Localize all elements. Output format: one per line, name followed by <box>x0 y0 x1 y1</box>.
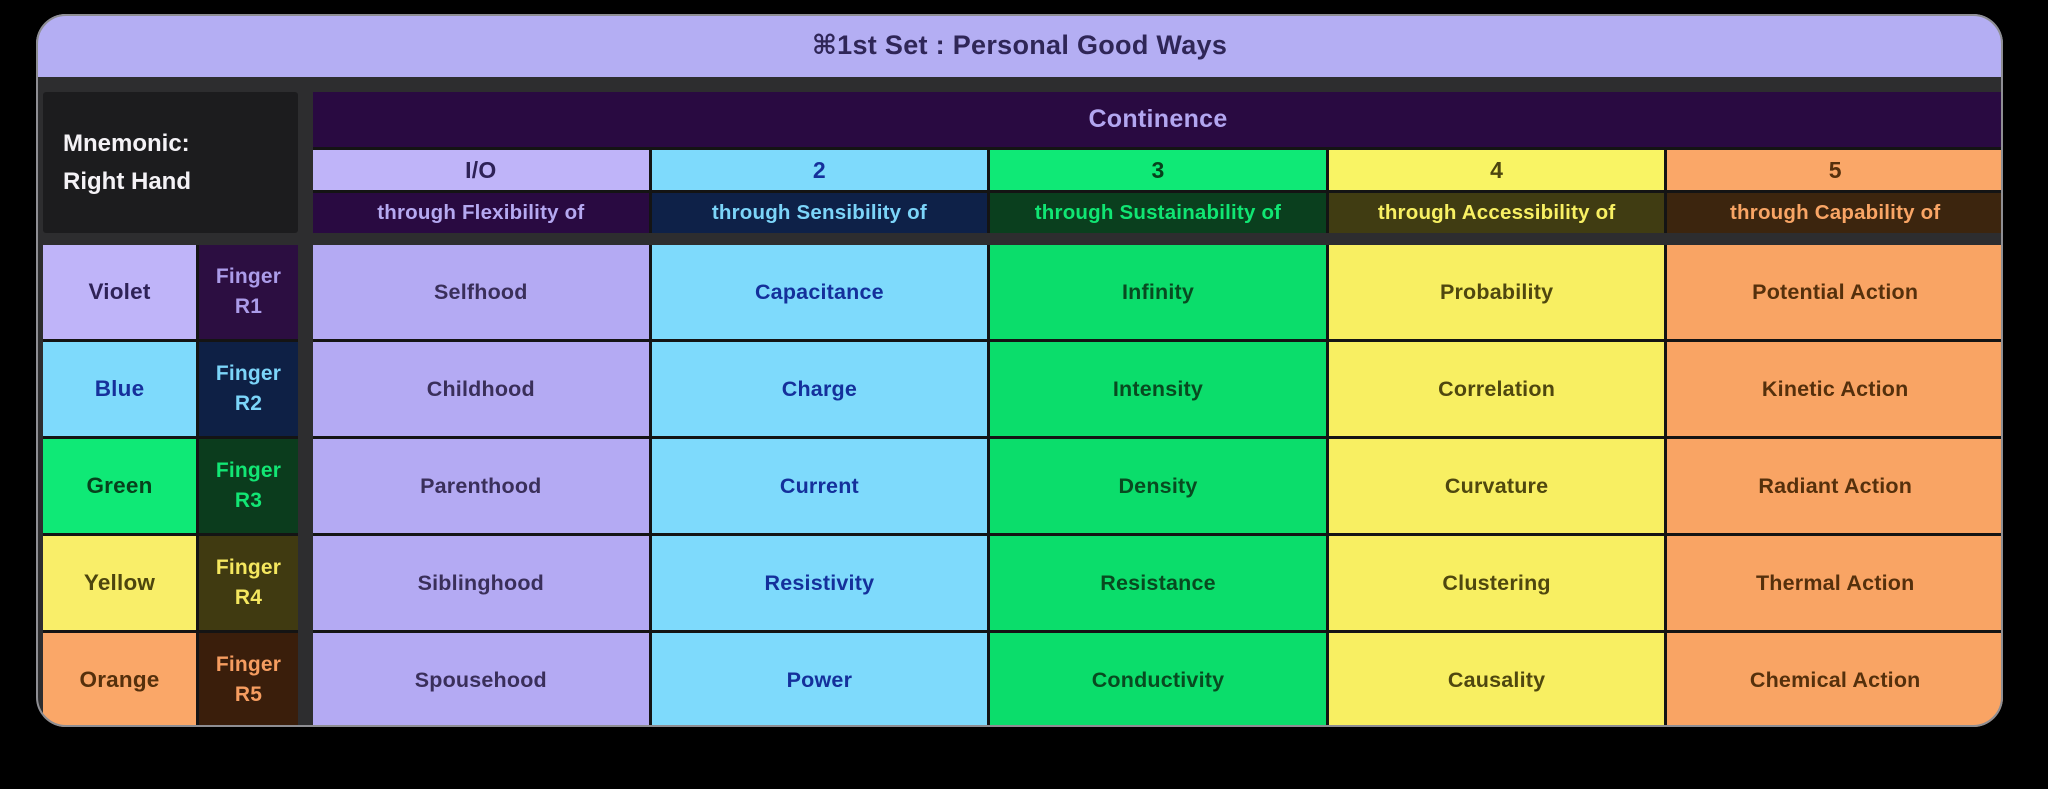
table-cell: Probability <box>1328 245 1665 339</box>
table-cell: Childhood <box>313 342 649 436</box>
column-header-4: 4 <box>1328 150 1665 190</box>
column-subtitle-sustainability: through Sustainability of <box>990 193 1326 233</box>
row-color-label-green: Green <box>43 439 196 533</box>
finger-label-r4: Finger R4 <box>199 536 298 630</box>
table-cell: Potential Action <box>1667 245 2003 339</box>
mnemonic-line-2: Right Hand <box>63 167 191 195</box>
table-cell: Resistivity <box>651 536 988 630</box>
table-cell: Current <box>651 439 988 533</box>
table-cell: Clustering <box>1328 536 1665 630</box>
finger-word: Finger <box>215 264 282 288</box>
table-cell: Selfhood <box>313 245 649 339</box>
column-subtitle-accessibility: through Accessibility of <box>1328 193 1665 233</box>
column-header-5: 5 <box>1667 150 2003 190</box>
finger-code: R4 <box>234 586 263 609</box>
finger-label-r1: Finger R1 <box>199 245 298 339</box>
row-label-column: Violet Finger R1 Blue Finger R2 Green Fi… <box>43 245 298 727</box>
table-cell: Parenthood <box>313 439 649 533</box>
table-cell: Causality <box>1328 633 1665 727</box>
table-cell: Radiant Action <box>1667 439 2003 533</box>
table-cell: Thermal Action <box>1667 536 2003 630</box>
table-cell: Intensity <box>990 342 1326 436</box>
row-color-label-orange: Orange <box>43 633 196 727</box>
table-cell: Correlation <box>1328 342 1665 436</box>
table-cell: Resistance <box>990 536 1326 630</box>
column-subtitle-sensibility: through Sensibility of <box>651 193 988 233</box>
table-cell: Power <box>651 633 988 727</box>
finger-code: R2 <box>234 392 263 415</box>
mnemonic-card: ⌘1st Set : Personal Good Ways Mnemonic: … <box>36 14 2003 727</box>
table-header: Continence I/O 2 3 4 5 through Flexibili… <box>313 92 2003 233</box>
table-cell: Kinetic Action <box>1667 342 2003 436</box>
finger-label-r5: Finger R5 <box>199 633 298 727</box>
finger-label-r3: Finger R3 <box>199 439 298 533</box>
mnemonic-line-1: Mnemonic: <box>63 130 190 158</box>
row-color-label-blue: Blue <box>43 342 196 436</box>
row-color-label-violet: Violet <box>43 245 196 339</box>
card-body: Mnemonic: Right Hand Continence I/O 2 3 … <box>36 77 2003 727</box>
finger-word: Finger <box>215 458 282 482</box>
data-table: Selfhood Capacitance Infinity Probabilit… <box>313 245 2003 727</box>
table-cell: Chemical Action <box>1667 633 2003 727</box>
finger-word: Finger <box>215 652 282 676</box>
finger-word: Finger <box>215 361 282 385</box>
column-subtitle-flexibility: through Flexibility of <box>313 193 649 233</box>
finger-code: R3 <box>234 489 263 512</box>
column-header-2: 2 <box>651 150 988 190</box>
table-cell: Density <box>990 439 1326 533</box>
finger-code: R1 <box>234 295 263 318</box>
table-cell: Infinity <box>990 245 1326 339</box>
table-cell: Curvature <box>1328 439 1665 533</box>
table-cell: Charge <box>651 342 988 436</box>
card-title: ⌘1st Set : Personal Good Ways <box>811 30 1228 60</box>
finger-label-r2: Finger R2 <box>199 342 298 436</box>
card-title-bar: ⌘1st Set : Personal Good Ways <box>36 14 2003 77</box>
row-color-label-yellow: Yellow <box>43 536 196 630</box>
table-cell: Conductivity <box>990 633 1326 727</box>
finger-code: R5 <box>234 683 263 706</box>
finger-word: Finger <box>215 555 282 579</box>
column-header-3: 3 <box>990 150 1326 190</box>
table-cell: Spousehood <box>313 633 649 727</box>
table-cell: Siblinghood <box>313 536 649 630</box>
mnemonic-block: Mnemonic: Right Hand <box>43 92 298 233</box>
group-header-continence: Continence <box>313 92 2003 147</box>
column-header-io: I/O <box>313 150 649 190</box>
table-cell: Capacitance <box>651 245 988 339</box>
column-subtitle-capability: through Capability of <box>1667 193 2003 233</box>
